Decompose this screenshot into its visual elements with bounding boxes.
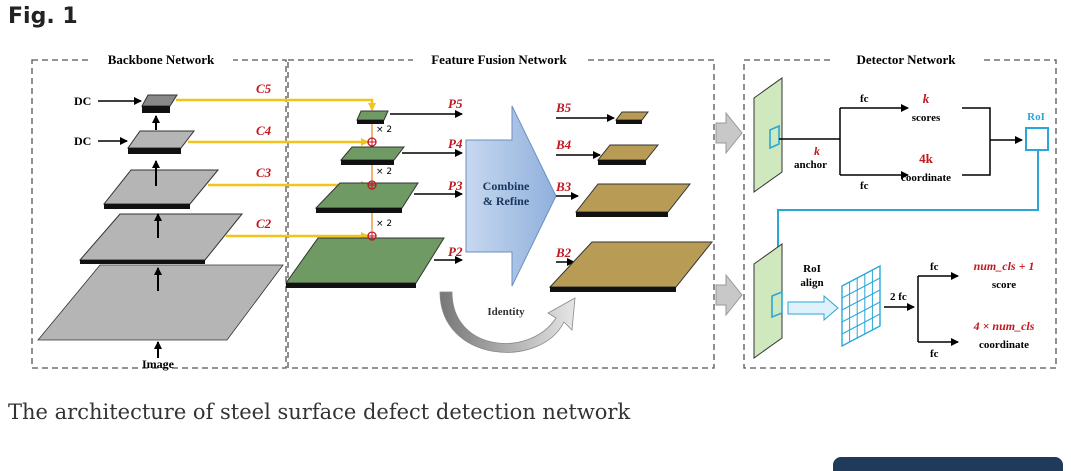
roi-label: RoI [1027, 111, 1045, 123]
p4-label: P4 [448, 136, 463, 151]
transfer-arrows [715, 111, 743, 317]
corner-button[interactable] [833, 457, 1063, 471]
scores-label: scores [912, 112, 941, 124]
rpn-branch: k anchor fc fc k scores 4k coordinate Ro… [753, 77, 1049, 193]
dc-label-top: DC [74, 94, 91, 108]
roi-grid [841, 264, 881, 348]
coordinate-label: coordinate [901, 172, 951, 184]
upsample-label-3: × 2 [376, 219, 392, 229]
dc-label-second: DC [74, 134, 91, 148]
upsample-label-1: × 2 [376, 125, 392, 135]
anchor-label: anchor [794, 159, 827, 171]
coordinate2-label: coordinate [979, 339, 1029, 351]
combine-refine-block: Combine & Refine [465, 105, 557, 287]
roi-head: RoI align 2 fc fc fc num_cls + 1 score 4… [753, 243, 1035, 360]
lateral-connections: C5 C4 C3 C2 [176, 81, 376, 240]
roi-box [1025, 127, 1049, 151]
b5-label: B5 [555, 100, 572, 115]
combine-label: Combine [483, 179, 530, 193]
c5-label: C5 [256, 81, 272, 96]
upsample-label-2: × 2 [376, 167, 392, 177]
two-fc-label: 2 fc [890, 291, 907, 303]
b-layers: B5 B4 B3 B2 [548, 100, 714, 292]
k-scores-label: k [923, 91, 930, 106]
image-label: Image [142, 357, 175, 371]
identity-label: Identity [487, 306, 525, 318]
b3-label: B3 [555, 179, 572, 194]
p3-label: P3 [448, 178, 463, 193]
c4-label: C4 [256, 123, 272, 138]
backbone-pyramid: DC DC Image [37, 94, 284, 371]
fc-bottom-label: fc [860, 180, 869, 192]
fusion-title: Feature Fusion Network [431, 52, 567, 67]
num-cls-coord-label: 4 × num_cls [973, 319, 1035, 333]
num-cls-score-label: num_cls + 1 [974, 259, 1035, 273]
detector-section: Detector Network [743, 51, 1057, 369]
fc-coord-label: fc [930, 348, 939, 360]
backbone-layer-5 [141, 94, 178, 107]
backbone-title: Backbone Network [108, 52, 215, 67]
fusion-section: Feature Fusion Network [287, 51, 715, 369]
backbone-layer-2 [78, 213, 244, 261]
c2-label: C2 [256, 216, 272, 231]
fc-score-label: fc [930, 261, 939, 273]
p-layers: × 2 × 2 × 2 P5 P4 P3 P2 [285, 96, 463, 288]
p2-label: P2 [448, 244, 463, 259]
roi-align-label-2: align [800, 277, 823, 289]
figure-caption: The architecture of steel surface defect… [8, 400, 631, 424]
4k-label: 4k [919, 151, 934, 166]
b2-label: B2 [555, 245, 572, 260]
fc-top-label: fc [860, 93, 869, 105]
backbone-layer-1 [37, 264, 284, 341]
refine-label: & Refine [483, 194, 530, 208]
p5-label: P5 [448, 96, 463, 111]
roi-align-label-1: RoI [803, 263, 821, 275]
score-label: score [992, 279, 1016, 291]
c3-label: C3 [256, 165, 272, 180]
backbone-layer-3 [102, 169, 220, 205]
backbone-section: Backbone Network [31, 51, 287, 369]
identity-arrow: Identity [439, 291, 576, 353]
architecture-diagram: Backbone Network Feature Fusion Network … [31, 51, 1057, 371]
k-anchor-label: k [814, 144, 820, 158]
b4-label: B4 [555, 137, 572, 152]
figure-label: Fig. 1 [8, 4, 78, 29]
detector-title: Detector Network [856, 52, 956, 67]
backbone-layer-4 [127, 130, 196, 149]
